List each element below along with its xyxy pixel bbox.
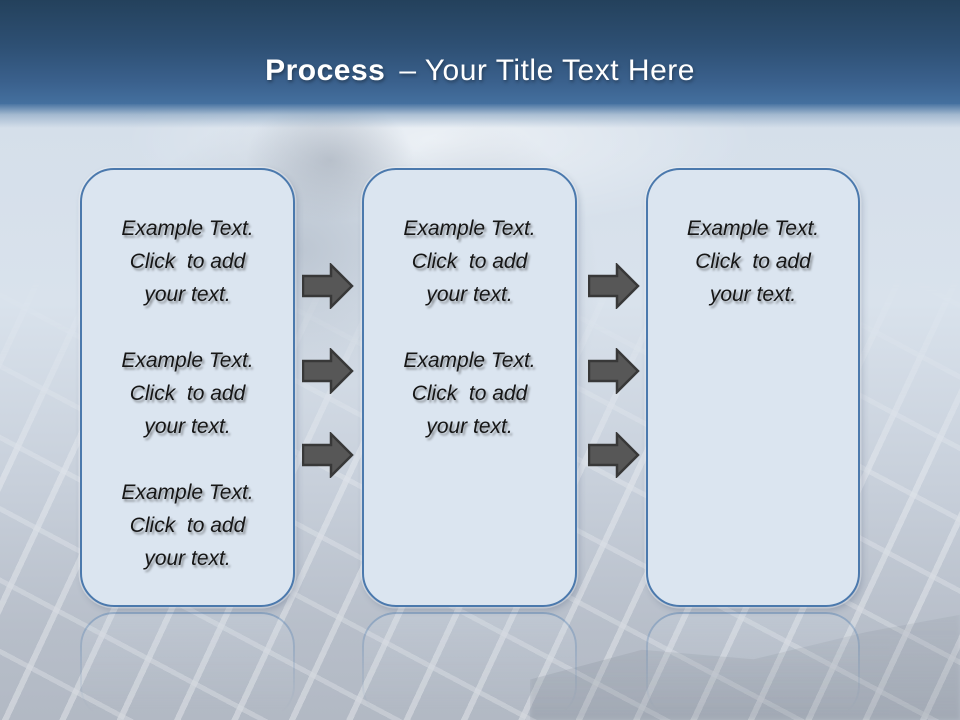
slide-title-keyword: Process: [265, 54, 386, 87]
slide-title-subtitle: – Your Title Text Here: [399, 54, 695, 87]
header-band: [0, 0, 960, 104]
placeholder-text[interactable]: Example Text. Click to add your text.: [121, 481, 254, 570]
box-reflection: [646, 612, 860, 720]
box-reflection: [362, 612, 577, 720]
process-box-step-3[interactable]: Example Text. Click to add your text.: [646, 168, 860, 607]
arrow-right-icon[interactable]: [302, 432, 354, 478]
box-reflection: [80, 612, 295, 720]
placeholder-text[interactable]: Example Text. Click to add your text.: [121, 349, 254, 438]
placeholder-text[interactable]: Example Text. Click to add your text.: [403, 349, 536, 438]
slide-title[interactable]: Process – Your Title Text Here: [0, 54, 960, 88]
placeholder-text[interactable]: Example Text. Click to add your text.: [403, 217, 536, 306]
arrow-right-icon[interactable]: [588, 348, 640, 394]
header-band-fade: [0, 104, 960, 128]
arrow-right-icon[interactable]: [302, 263, 354, 309]
placeholder-text[interactable]: Example Text. Click to add your text.: [686, 217, 820, 306]
placeholder-text[interactable]: Example Text. Click to add your text.: [121, 217, 254, 306]
process-box-step-1[interactable]: Example Text. Click to add your text. Ex…: [80, 168, 295, 607]
arrow-right-icon[interactable]: [302, 348, 354, 394]
process-box-step-2[interactable]: Example Text. Click to add your text. Ex…: [362, 168, 577, 607]
arrow-right-icon[interactable]: [588, 263, 640, 309]
arrow-right-icon[interactable]: [588, 432, 640, 478]
